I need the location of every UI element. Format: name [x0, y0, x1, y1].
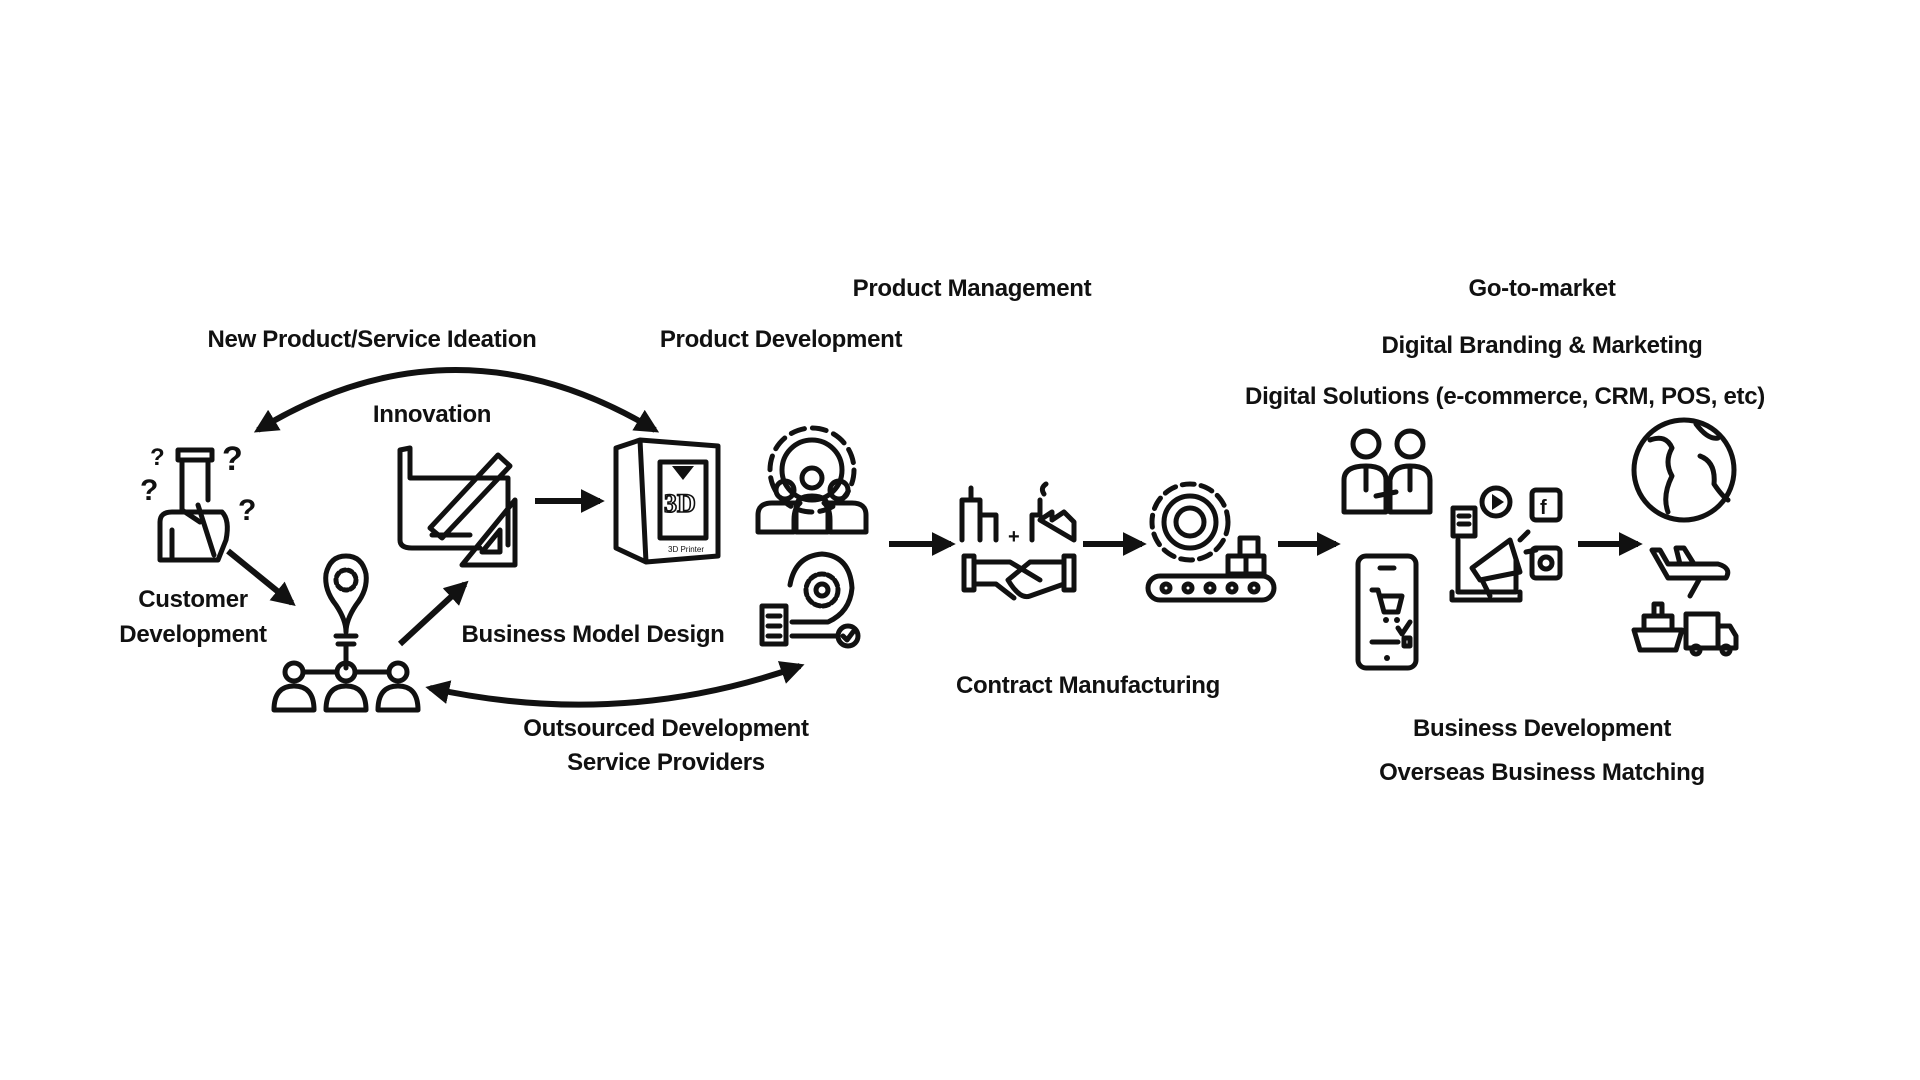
- manufacturing-conveyor-icon: [1145, 481, 1277, 603]
- svg-text:?: ?: [150, 444, 165, 471]
- digital-marketing-icon: f: [1449, 485, 1563, 603]
- new-product-ideation-label: New Product/Service Ideation: [207, 326, 537, 353]
- idea-team-icon: [271, 553, 421, 713]
- customer-to-team-arrow: [226, 548, 296, 607]
- svg-text:?: ?: [140, 474, 158, 507]
- airplane-icon: [1649, 545, 1731, 599]
- globe-icon: [1631, 417, 1737, 523]
- business-development-label: Business Development: [1412, 715, 1672, 742]
- ideation-curved-arrow: [253, 367, 660, 433]
- 3d-printer-icon: 3D 3D Printer: [613, 437, 721, 565]
- outsourced-curved-arrow: [425, 661, 805, 708]
- overseas-business-matching-label: Overseas Business Matching: [1379, 759, 1705, 786]
- innovation-label: Innovation: [372, 401, 492, 428]
- blueprint-pencil-icon: [397, 445, 518, 568]
- factory-partnership-icon: +: [959, 481, 1077, 601]
- product-management-label: Product Management: [852, 275, 1092, 302]
- svg-text:f: f: [1540, 497, 1547, 519]
- mobile-shopping-cart-icon: [1355, 553, 1419, 671]
- contract-manufacturing-label: Contract Manufacturing: [955, 672, 1221, 699]
- svg-text:?: ?: [222, 440, 243, 478]
- product-development-label: Product Development: [659, 326, 903, 353]
- outsourced-development-label-line1: Outsourced Development: [523, 715, 809, 742]
- customer-development-label-line2: Development: [119, 621, 267, 648]
- outsourced-development-label-line2: Service Providers: [567, 749, 765, 776]
- arrows: [226, 367, 1643, 708]
- business-model-design-label: Business Model Design: [461, 621, 725, 648]
- svg-text:+: +: [1008, 526, 1020, 548]
- thinking-person-icon: ? ? ? ?: [140, 440, 256, 563]
- digital-branding-label: Digital Branding & Marketing: [1381, 332, 1703, 359]
- svg-text:3D: 3D: [664, 489, 696, 518]
- svg-text:3D Printer: 3D Printer: [668, 545, 704, 554]
- team-to-innovation-arrow: [397, 580, 469, 647]
- business-process-icon: [759, 551, 861, 649]
- go-to-market-label: Go-to-market: [1468, 275, 1616, 302]
- ship-truck-icon: [1631, 601, 1739, 657]
- customer-development-label-line1: Customer: [138, 586, 248, 613]
- svg-text:?: ?: [238, 494, 256, 527]
- team-gear-icon: [755, 425, 869, 535]
- digital-solutions-label: Digital Solutions (e-commerce, CRM, POS,…: [1245, 383, 1765, 410]
- business-partners-icon: [1341, 428, 1433, 515]
